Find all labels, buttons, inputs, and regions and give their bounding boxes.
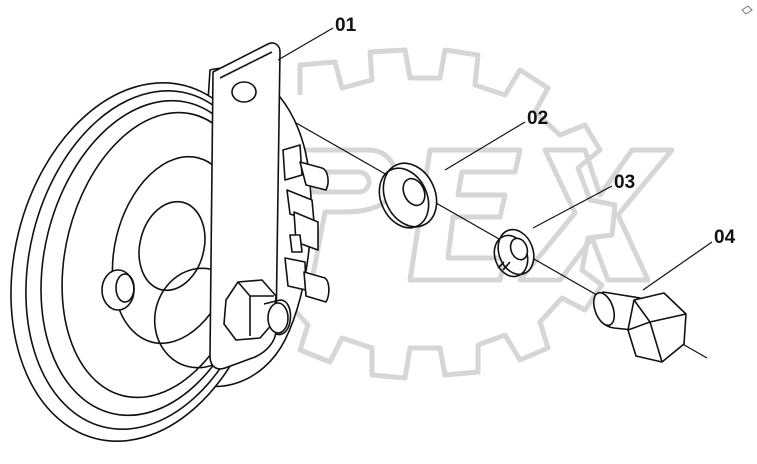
spring-washer-hole [509,237,529,261]
horn-center-boss [138,200,206,292]
watermark-letter-x [517,147,675,283]
flat-washer-hole [402,177,426,207]
horn-terminals [282,144,330,303]
watermark-letter-p [272,147,399,283]
leader-line-04 [642,241,713,291]
watermark-gear [288,47,618,381]
leader-line-02 [444,121,526,171]
leader-lines [277,27,713,291]
leader-line-03 [532,185,613,229]
corner-mark [741,5,753,15]
spring-washer [493,228,535,278]
watermark-letter-e [407,147,523,283]
flat-washer [378,162,438,229]
callout-label-04: 04 [714,227,736,248]
hex-bolt [592,291,687,363]
bracket-hex-nut [223,279,292,341]
callout-label-02: 02 [527,108,548,129]
hex-bolt-head [627,292,687,363]
callout-label-01: 01 [335,15,357,36]
spring-washer-split [497,261,511,271]
leader-line-01 [277,27,334,61]
horn-assembly [10,42,330,442]
callout-label-03: 03 [614,172,635,193]
flat-washer-edge [378,167,430,229]
bracket-mount-hole [231,81,257,103]
